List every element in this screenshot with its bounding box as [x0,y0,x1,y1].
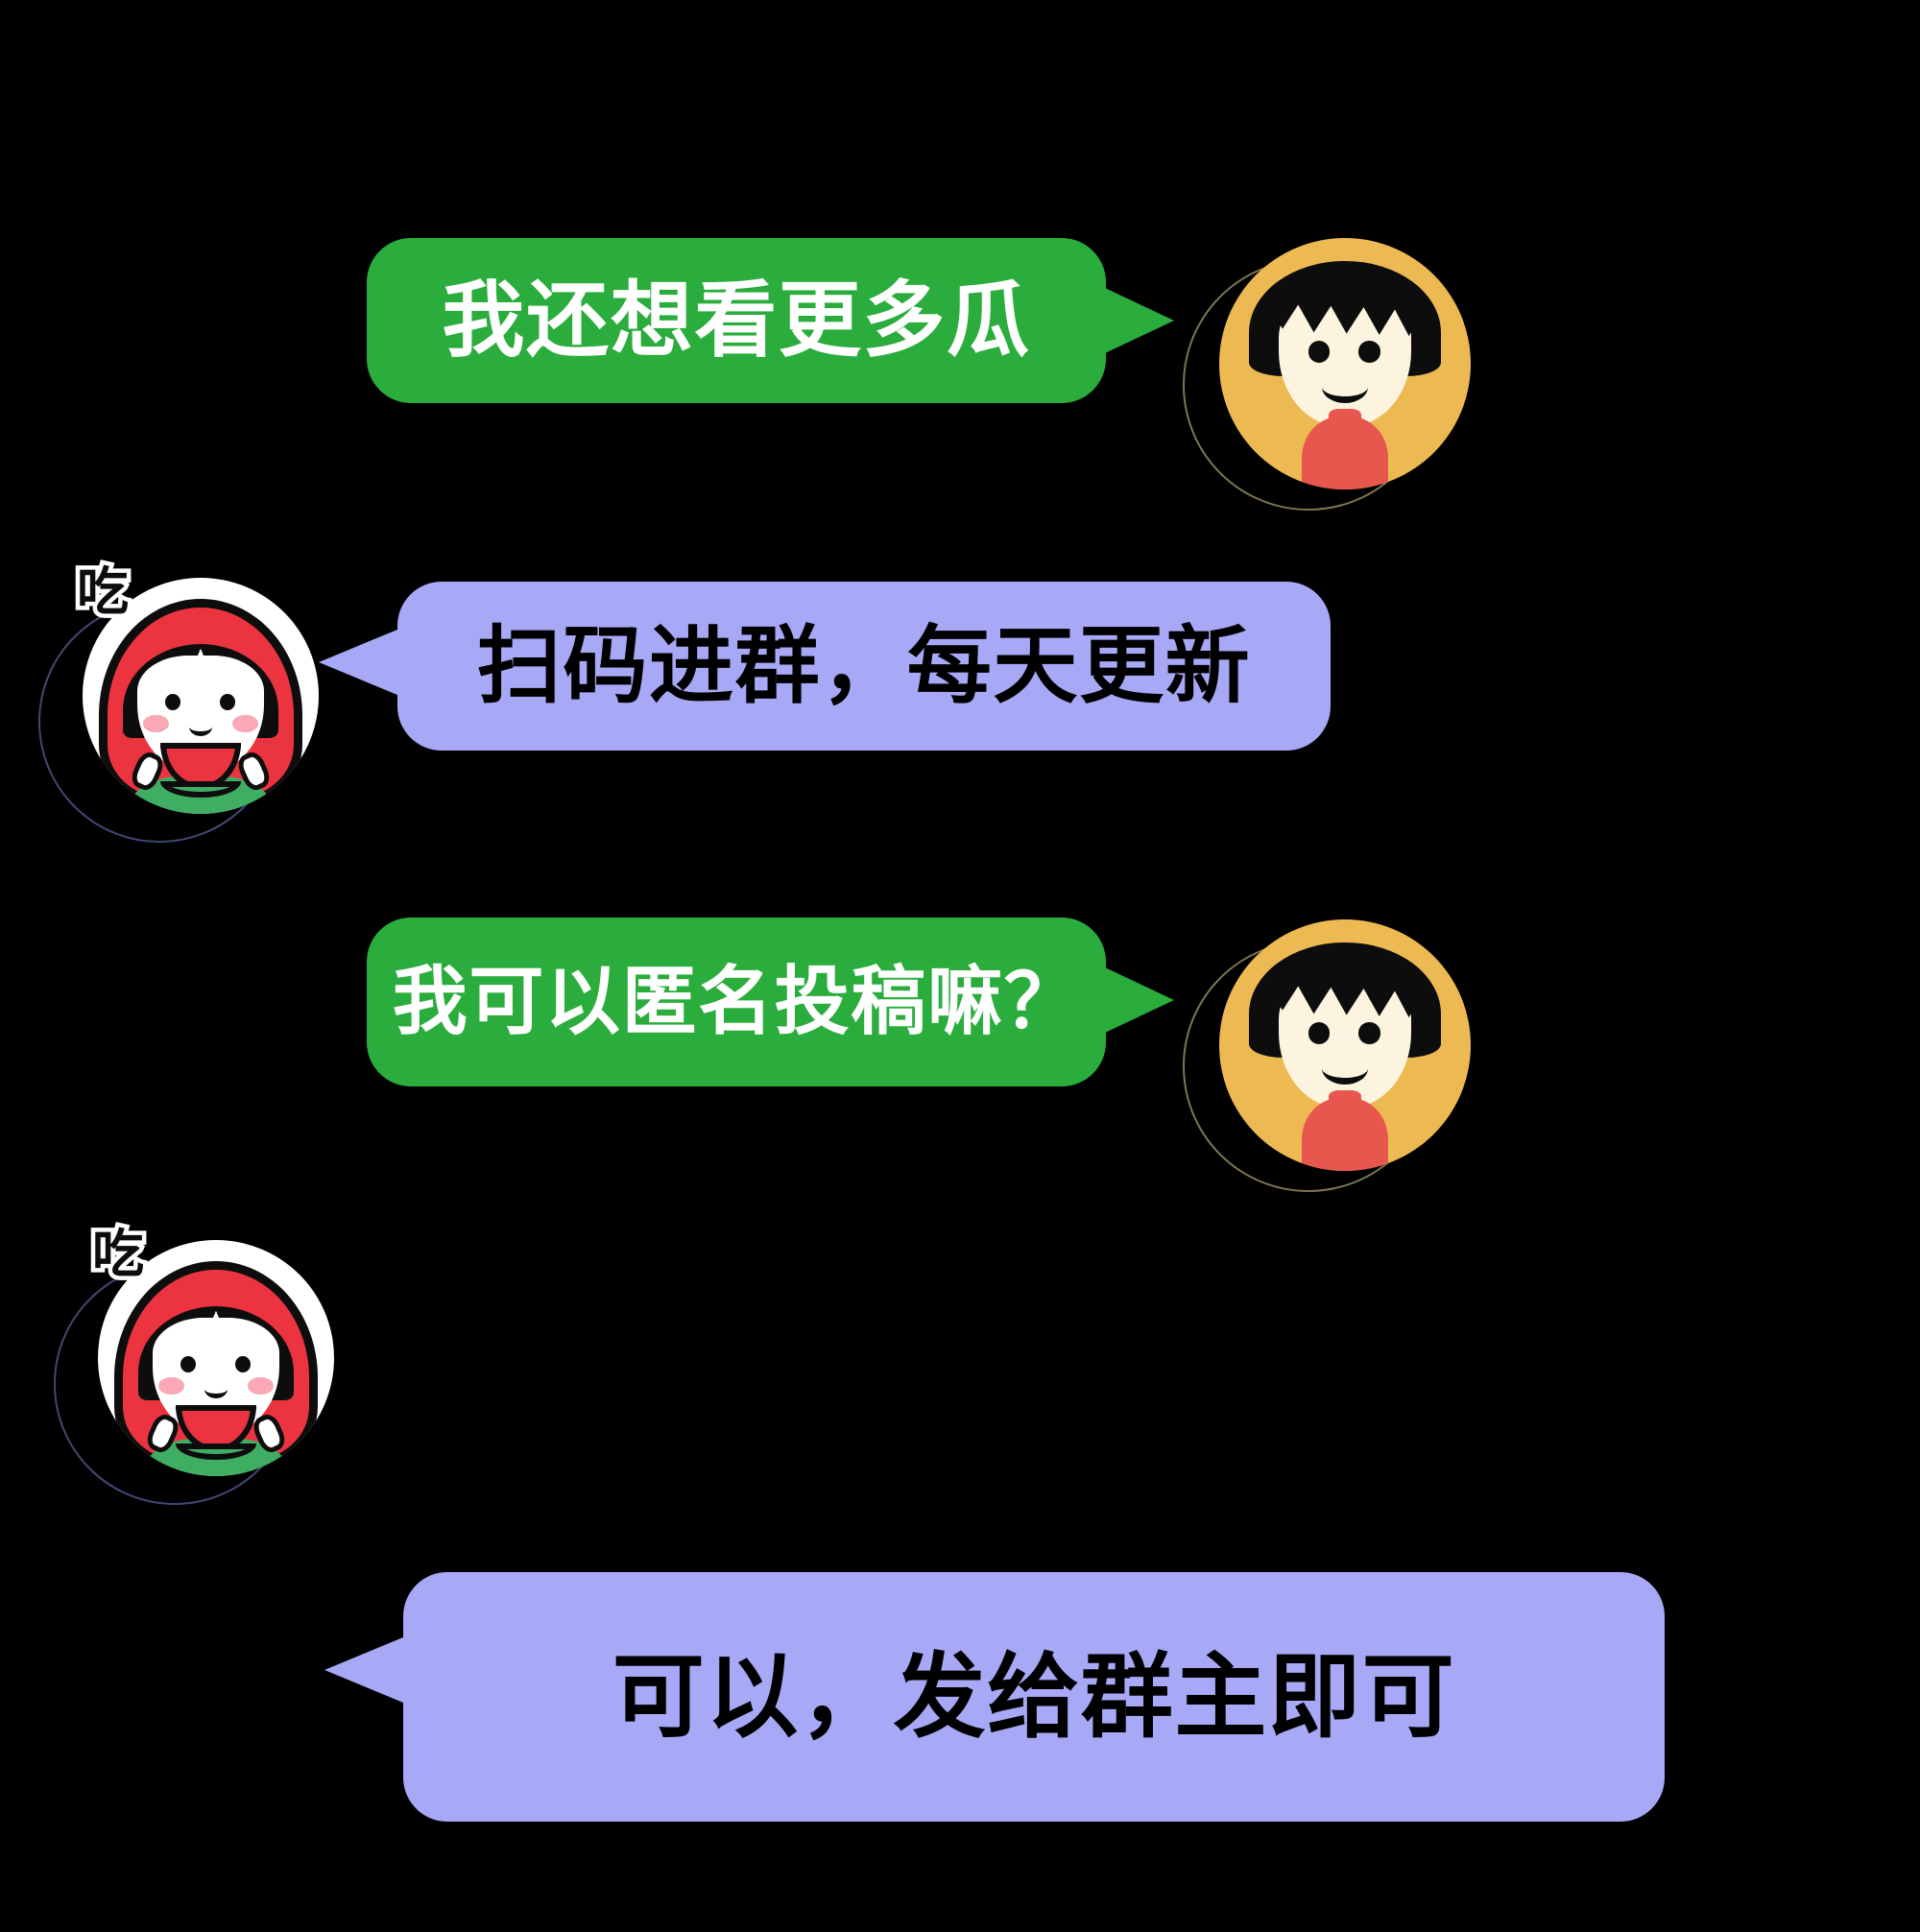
boy-eye-right [1358,341,1380,363]
boy-shirt [1302,417,1388,489]
message-text-4: 可以，发给群主即可 [612,1643,1456,1751]
girl-avatar-2[interactable]: 吃 [54,1224,342,1522]
message-bubble-1[interactable]: 我还想看更多瓜 [367,238,1106,403]
boy-mouth [1322,1053,1368,1085]
girl-mouth [188,717,213,736]
message-bubble-4[interactable]: 可以，发给群主即可 [403,1572,1665,1822]
girl-badge-text: 吃 [73,561,133,622]
message-bubble-2[interactable]: 扫码进群，每天更新 [397,582,1331,751]
watermelon-girl-icon [83,578,319,814]
boy-eye-left [1308,1022,1331,1044]
boy-mouth [1322,371,1368,404]
boy-eye-left [1308,341,1331,363]
girl-blush-left [157,1376,184,1395]
girl-blush-right [248,1376,275,1395]
message-tail-4 [324,1637,403,1703]
boy-shirt [1302,1098,1388,1171]
girl-badge-text: 吃 [88,1224,149,1284]
message-tail-3 [1105,967,1174,1033]
message-tail-1 [1105,288,1174,353]
girl-eye-right [219,693,235,710]
girl-eye-left [165,693,181,710]
message-tail-2 [319,630,397,695]
boy-face-icon [1219,919,1471,1171]
girl-blush-left [142,714,169,733]
message-bubble-3[interactable]: 我可以匿名投稿嘛？ [367,918,1106,1086]
girl-avatar-1[interactable]: 吃 [38,561,326,860]
message-text-2: 扫码进群，每天更新 [476,616,1252,715]
boy-face-icon [1219,238,1471,489]
girl-eye-right [234,1355,251,1372]
watermelon-girl-icon [98,1240,334,1476]
boy-avatar-1[interactable] [1183,238,1471,526]
boy-eye-right [1358,1022,1380,1044]
boy-avatar-2[interactable] [1183,919,1471,1207]
girl-eye-left [180,1355,197,1372]
message-text-3: 我可以匿名投稿嘛？ [392,959,1081,1045]
message-text-1: 我还想看更多瓜 [442,273,1031,369]
girl-blush-right [232,714,259,733]
girl-mouth [204,1379,228,1398]
